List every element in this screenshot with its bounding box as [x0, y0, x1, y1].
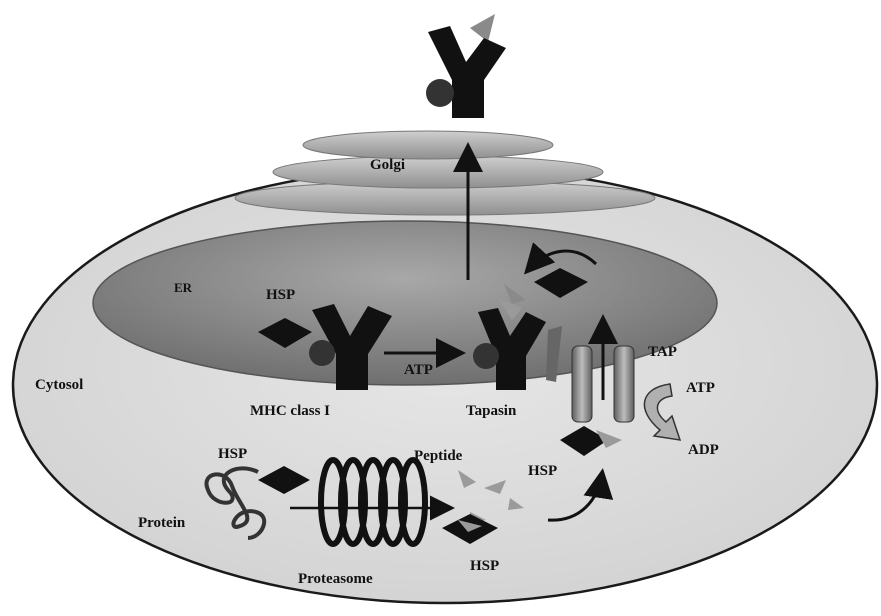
label-proteasome: Proteasome	[298, 571, 373, 587]
label-hsp-proteasome: HSP	[218, 446, 247, 462]
label-hsp-er: HSP	[266, 287, 295, 303]
label-hsp-peptide: HSP	[528, 463, 557, 479]
label-tap: TAP	[648, 344, 677, 360]
label-protein: Protein	[138, 515, 186, 531]
label-hsp-bottom: HSP	[470, 558, 499, 574]
label-er: ER	[174, 280, 193, 295]
label-peptide: Peptide	[414, 448, 463, 464]
label-mhc-class-i: MHC class I	[250, 403, 330, 419]
label-tapasin: Tapasin	[466, 403, 517, 419]
label-golgi: Golgi	[370, 157, 405, 173]
label-atp-er: ATP	[404, 362, 433, 378]
label-adp: ADP	[688, 442, 719, 458]
surface-mhc-molecule	[426, 14, 506, 118]
label-cytosol: Cytosol	[35, 377, 83, 393]
label-atp-tap: ATP	[686, 380, 715, 396]
golgi	[235, 131, 655, 215]
